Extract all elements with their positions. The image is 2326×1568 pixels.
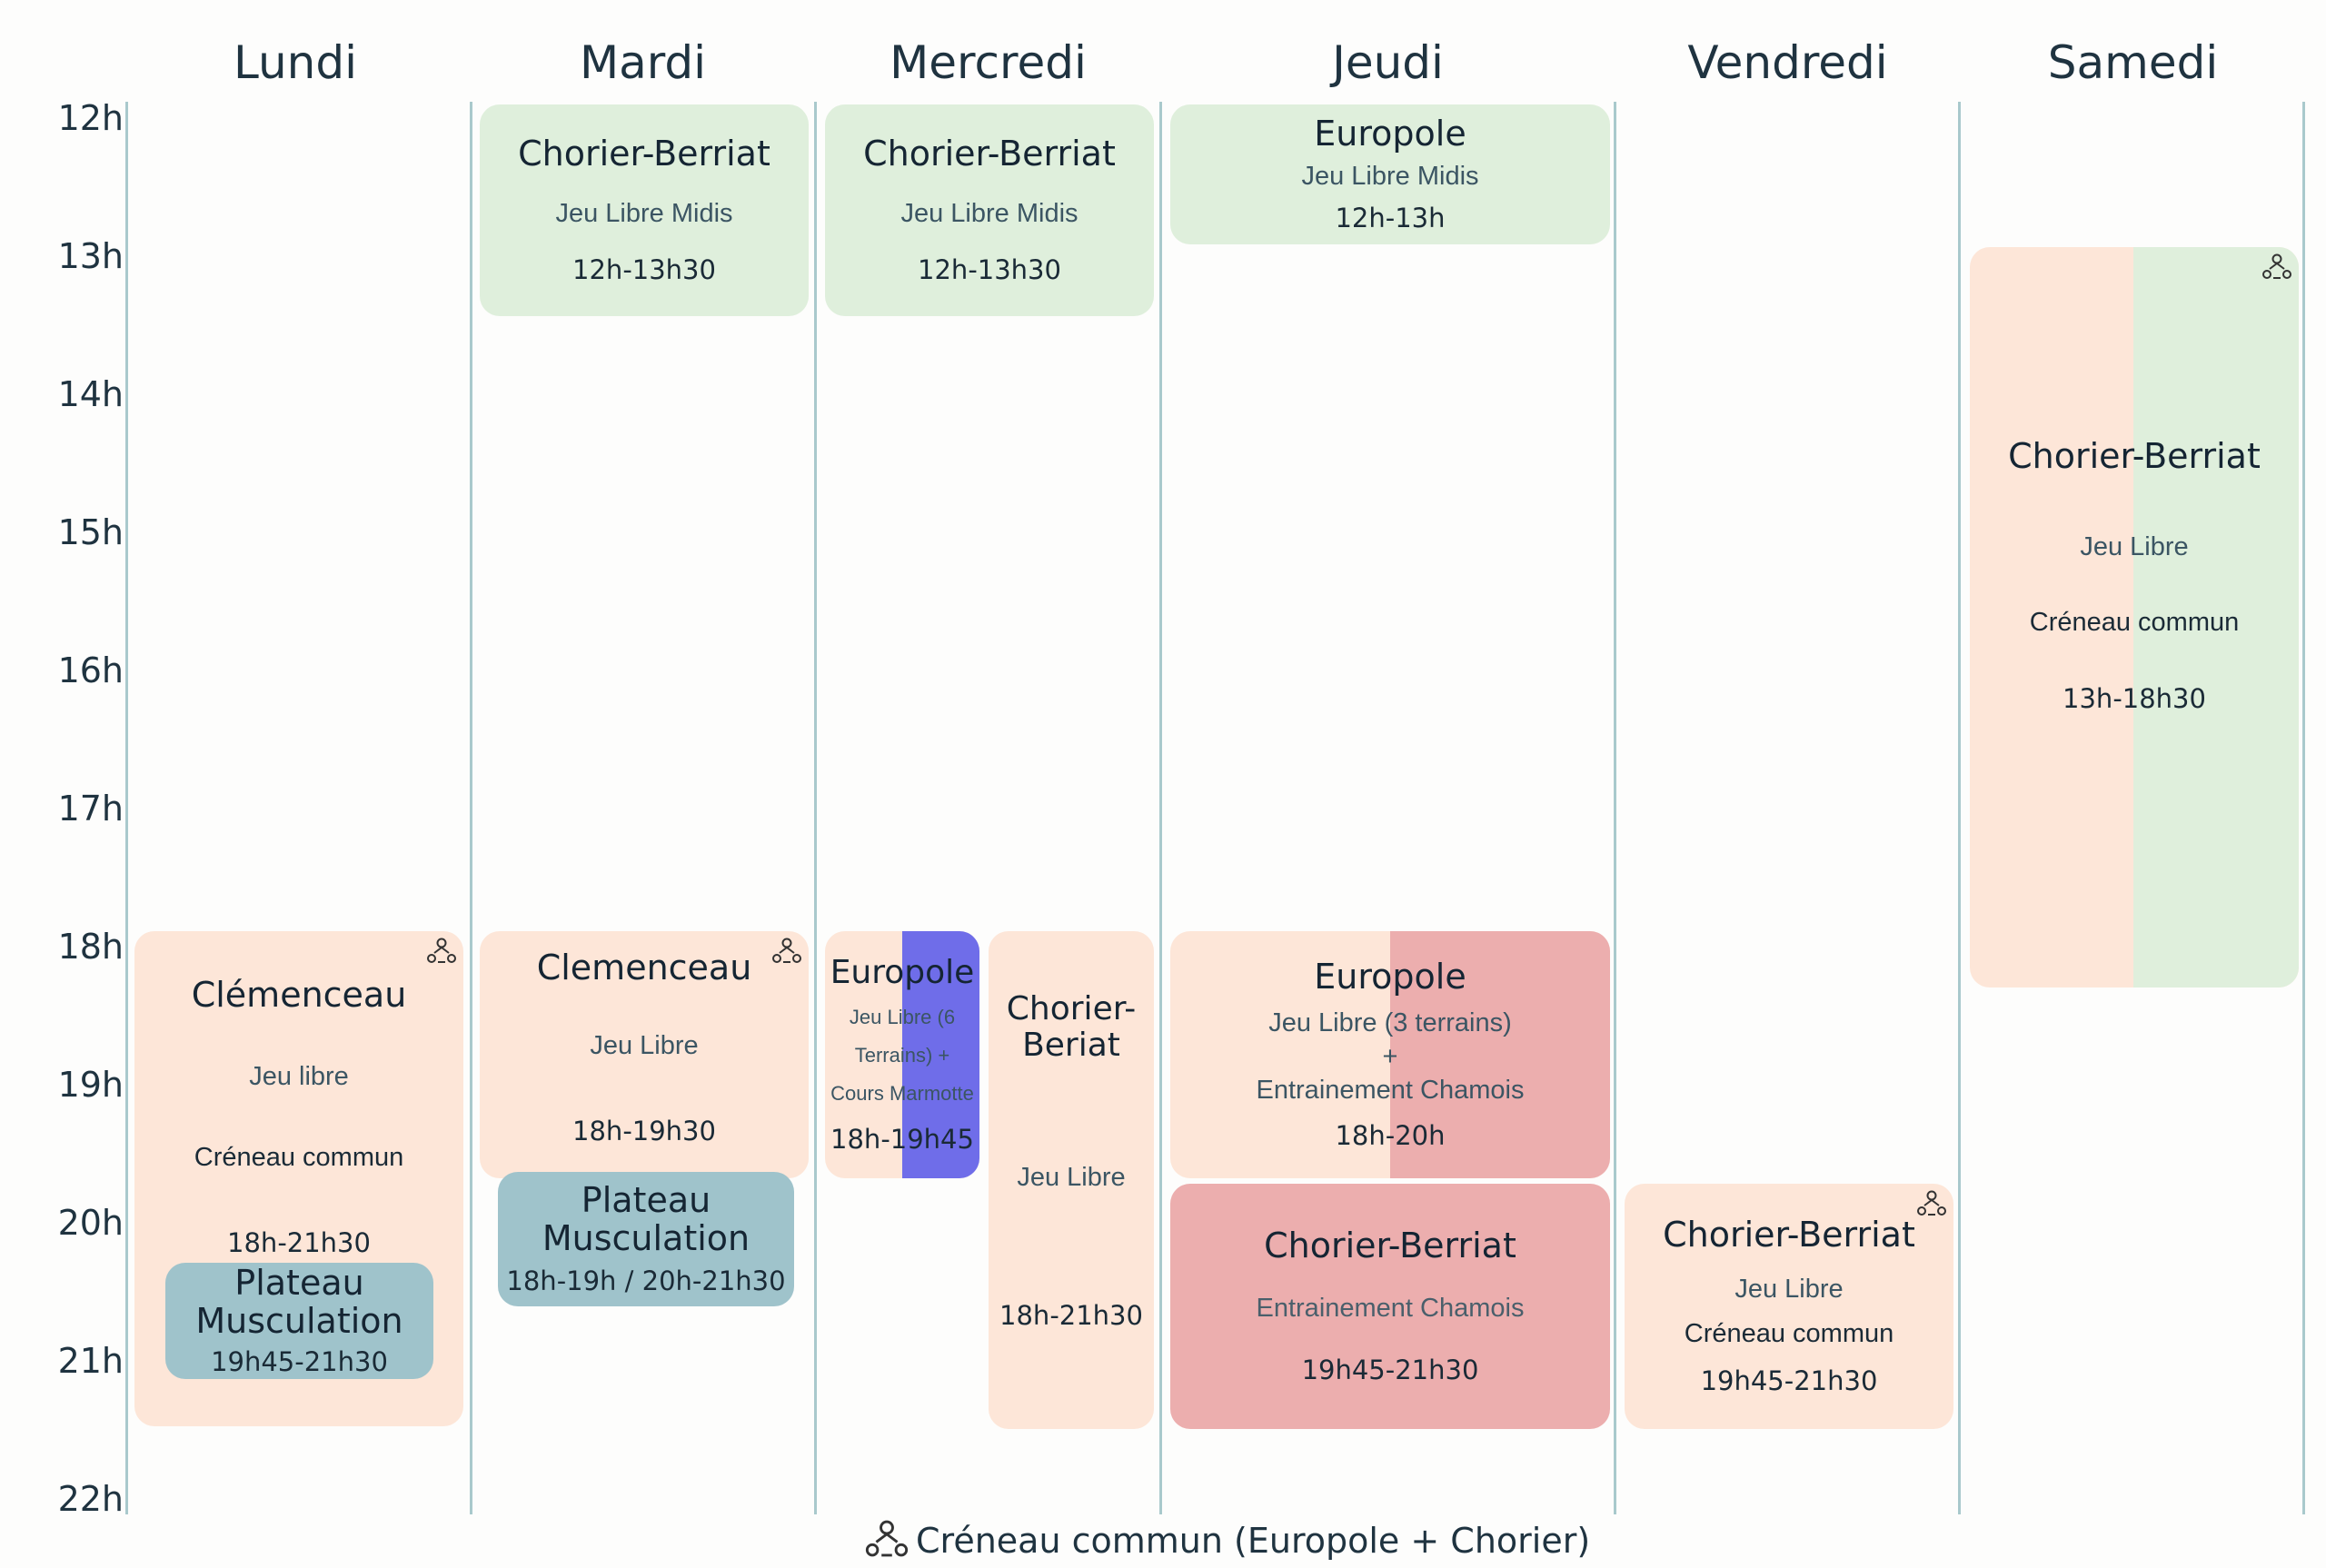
hour-label-19h: 19h: [57, 1065, 124, 1105]
hour-label-16h: 16h: [57, 650, 124, 690]
hour-label-18h: 18h: [57, 927, 124, 967]
event-title: Europole: [1314, 113, 1466, 154]
event-samedi-chorier[interactable]: Chorier-Berriat Jeu Libre Créneau commun…: [1970, 247, 2299, 987]
event-title: Chorier-Berriat: [1663, 1215, 1915, 1255]
event-time: 19h45-21h30: [1700, 1365, 1878, 1396]
event-mercredi-europole[interactable]: Europole Jeu Libre (6 Terrains) + Cours …: [825, 931, 979, 1178]
people-icon: [2262, 253, 2291, 279]
event-plus: +: [1382, 1042, 1398, 1072]
column-line: [470, 102, 472, 1514]
event-title: Clemenceau: [536, 948, 752, 987]
hour-label-17h: 17h: [57, 789, 124, 829]
event-subtitle: Jeu Libre Midis: [900, 198, 1079, 228]
people-icon: [427, 938, 456, 963]
hour-label-12h: 12h: [57, 98, 124, 138]
column-line: [814, 102, 817, 1514]
hour-label-20h: 20h: [57, 1203, 124, 1243]
event-note: Créneau commun: [194, 1142, 404, 1172]
event-time: 12h-13h: [1335, 203, 1446, 234]
column-line: [1958, 102, 1961, 1514]
event-subtitle: Jeu Libre: [2080, 531, 2189, 561]
event-time: 18h-19h30: [572, 1115, 716, 1146]
event-mardi-chorier[interactable]: Chorier-Berriat Jeu Libre Midis 12h-13h3…: [480, 104, 809, 316]
column-line: [1159, 102, 1162, 1514]
column-line: [1614, 102, 1616, 1514]
people-icon: [772, 938, 801, 963]
event-time: 12h-13h30: [918, 253, 1061, 285]
event-subtitle: Jeu Libre Midis: [1301, 162, 1479, 192]
column-line: [125, 102, 128, 1514]
day-header-mardi: Mardi: [579, 36, 707, 89]
event-mercredi-chorier-midi[interactable]: Chorier-Berriat Jeu Libre Midis 12h-13h3…: [825, 104, 1154, 316]
event-subtitle-2: Entrainement Chamois: [1256, 1076, 1525, 1106]
event-time: 19h45-21h30: [211, 1345, 388, 1377]
event-title: Europole: [830, 954, 975, 992]
day-header-samedi: Samedi: [2047, 36, 2219, 89]
event-title: Europole: [1314, 956, 1466, 997]
event-time: 18h-21h30: [227, 1226, 371, 1258]
event-lundi-plateau[interactable]: Plateau Musculation 19h45-21h30: [165, 1263, 433, 1379]
event-subtitle: Entrainement Chamois: [1256, 1294, 1525, 1324]
event-time: 12h-13h30: [572, 253, 716, 285]
event-time: 13h-18h30: [2063, 682, 2206, 714]
event-time: 18h-21h30: [999, 1300, 1143, 1332]
event-title: Chorier-Berriat: [1264, 1225, 1516, 1265]
event-vendredi-chorier[interactable]: Chorier-Berriat Jeu Libre Créneau commun…: [1625, 1184, 1953, 1429]
day-header-jeudi: Jeudi: [1332, 36, 1444, 89]
day-header-lundi: Lundi: [234, 36, 357, 89]
event-subtitle: Jeu libre: [249, 1061, 349, 1091]
event-title: Plateau Musculation: [195, 1263, 403, 1341]
event-jeudi-europole-soir[interactable]: Europole Jeu Libre (3 terrains) + Entrai…: [1170, 931, 1610, 1178]
day-header-mercredi: Mercredi: [890, 36, 1087, 89]
hour-label-15h: 15h: [57, 512, 124, 552]
event-title: Chorier-Berriat: [863, 134, 1116, 174]
event-title: Chorier-Berriat: [2008, 436, 2261, 476]
event-subtitle: Jeu Libre Midis: [555, 198, 733, 228]
column-line: [2302, 102, 2305, 1514]
event-time: 18h-20h: [1335, 1120, 1446, 1152]
legend-text: Créneau commun (Europole + Chorier): [916, 1521, 1591, 1561]
event-mardi-clemenceau[interactable]: Clemenceau Jeu Libre 18h-19h30: [480, 931, 809, 1178]
event-split-red: [1390, 931, 1610, 1178]
hour-label-13h: 13h: [57, 236, 124, 276]
event-note: Créneau commun: [2029, 607, 2240, 637]
day-header-vendredi: Vendredi: [1687, 36, 1888, 89]
hour-label-14h: 14h: [57, 374, 124, 414]
event-time: 19h45-21h30: [1301, 1355, 1479, 1386]
event-subtitle: Jeu Libre (6 Terrains) + Cours Marmotte: [830, 1005, 974, 1105]
event-title: Clémenceau: [191, 975, 407, 1015]
event-title: Chorier-Berriat: [518, 134, 770, 174]
event-subtitle: Jeu Libre: [1735, 1274, 1844, 1304]
event-subtitle: Jeu Libre (3 terrains): [1268, 1008, 1512, 1038]
event-split-blue: [902, 931, 979, 1178]
hour-label-21h: 21h: [57, 1341, 124, 1381]
legend: Créneau commun (Europole + Chorier): [863, 1517, 1590, 1564]
event-mardi-plateau[interactable]: Plateau Musculation 18h-19h / 20h-21h30: [498, 1172, 794, 1306]
event-subtitle: Jeu Libre: [590, 1030, 699, 1060]
hour-label-22h: 22h: [57, 1479, 124, 1519]
event-title: Chorier-Beriat: [1006, 990, 1137, 1064]
event-time: 18h-19h45: [830, 1123, 974, 1155]
event-time: 18h-19h / 20h-21h30: [506, 1265, 786, 1296]
event-note: Créneau commun: [1684, 1318, 1894, 1348]
event-split-green: [2133, 247, 2299, 987]
event-title: Plateau Musculation: [542, 1180, 750, 1258]
event-jeudi-chorier[interactable]: Chorier-Berriat Entrainement Chamois 19h…: [1170, 1184, 1610, 1429]
people-icon: [865, 1520, 909, 1557]
event-subtitle: Jeu Libre: [1017, 1163, 1126, 1193]
people-icon: [1917, 1190, 1946, 1216]
event-jeudi-europole-midi[interactable]: Europole Jeu Libre Midis 12h-13h: [1170, 104, 1610, 244]
event-mercredi-chorier-soir[interactable]: Chorier-Beriat Jeu Libre 18h-21h30: [989, 931, 1154, 1429]
